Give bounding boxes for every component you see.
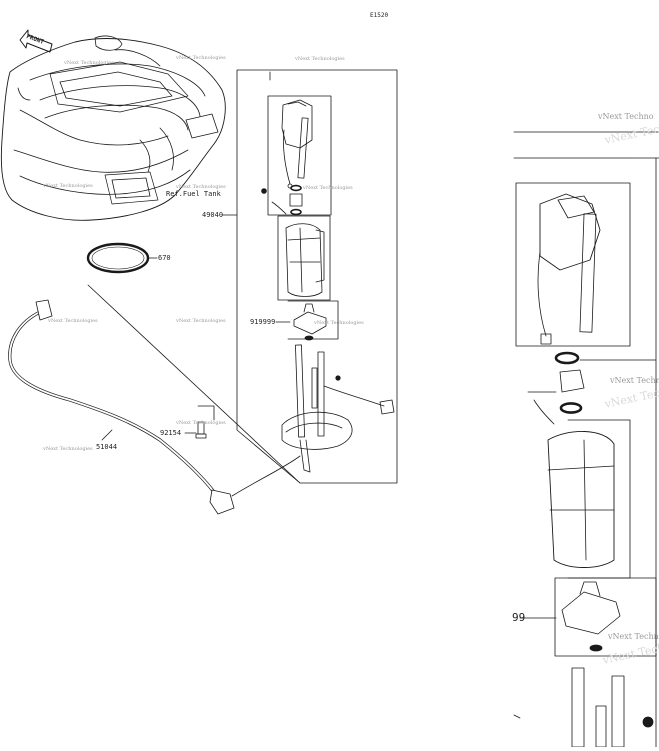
pump-body-box bbox=[277, 215, 331, 301]
gasket-ring-670 bbox=[86, 242, 158, 274]
watermark: vNext Technologies bbox=[43, 446, 93, 452]
watermark-inset: vNext Techno bbox=[598, 112, 654, 121]
watermark: vNext Technologies bbox=[303, 185, 353, 191]
pump-head-box bbox=[267, 95, 332, 216]
watermark: vNext Technologies bbox=[176, 184, 226, 190]
diagram-code: E1520 bbox=[370, 12, 389, 19]
fuel-tank-drawing bbox=[0, 35, 226, 221]
part-number-92154: 92154 bbox=[160, 429, 182, 437]
part-number-670: 670 bbox=[158, 254, 171, 262]
watermark: vNext Technologies bbox=[314, 320, 364, 326]
inset-detail bbox=[513, 131, 659, 748]
o-ring-set bbox=[261, 184, 303, 216]
watermark: vNext Technologies bbox=[64, 60, 114, 66]
part-number-919999: 919999 bbox=[250, 318, 276, 326]
watermark: vNext Technologies bbox=[176, 420, 226, 426]
fuel-hose-51044 bbox=[8, 299, 301, 515]
pump-assembly-frame bbox=[87, 69, 398, 484]
ref-fuel-tank-label: Ref.Fuel Tank bbox=[166, 190, 221, 198]
watermark: vNext Technologies bbox=[176, 55, 226, 61]
pump-base-assembly bbox=[281, 344, 395, 473]
watermark-inset: vNext Techno bbox=[610, 376, 659, 385]
front-arrow-icon bbox=[19, 29, 53, 53]
watermark: vNext Technologies bbox=[48, 318, 98, 324]
filter-919999 bbox=[275, 300, 339, 341]
watermark: vNext Technologies bbox=[176, 318, 226, 324]
part-number-51044: 51044 bbox=[96, 443, 118, 451]
watermark: vNext Technologies bbox=[43, 183, 93, 189]
watermark-inset: vNext Techno bbox=[608, 632, 659, 641]
watermark: vNext Technologies bbox=[295, 56, 345, 62]
bolt-92154 bbox=[184, 405, 215, 439]
part-number-49040: 49040 bbox=[202, 211, 224, 219]
inset-part-number-fragment: 99 bbox=[512, 611, 526, 624]
